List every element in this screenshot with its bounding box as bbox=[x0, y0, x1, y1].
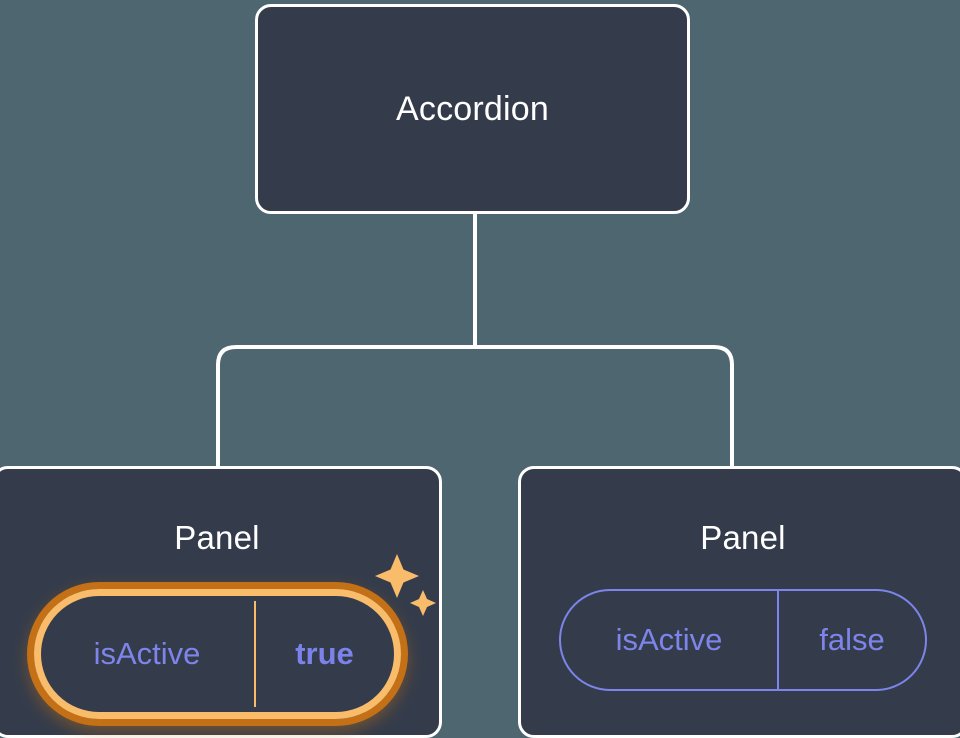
node-panel-active[interactable]: Panel isActive true bbox=[0, 466, 442, 738]
node-title: Accordion bbox=[396, 89, 549, 128]
sparkle-large-icon bbox=[374, 554, 419, 598]
prop-pill-wrapper: isActive false bbox=[559, 589, 927, 691]
node-panel-inactive[interactable]: Panel isActive false bbox=[518, 466, 960, 738]
node-accordion[interactable]: Accordion bbox=[255, 4, 690, 214]
prop-pill-isactive-false[interactable]: isActive false bbox=[559, 589, 927, 691]
prop-value: true bbox=[295, 636, 354, 671]
edge-branch-bus bbox=[216, 345, 734, 467]
prop-key: isActive bbox=[93, 636, 201, 671]
node-title: Panel bbox=[174, 519, 260, 556]
prop-divider bbox=[253, 601, 256, 707]
sparkle-small-icon bbox=[409, 590, 436, 616]
prop-value: false bbox=[819, 622, 885, 657]
node-title: Panel bbox=[700, 519, 786, 556]
prop-pill-wrapper: isActive true bbox=[33, 554, 436, 719]
prop-pill-isactive-true[interactable]: isActive true bbox=[33, 589, 401, 719]
prop-divider bbox=[777, 591, 779, 689]
prop-key: isActive bbox=[615, 622, 723, 657]
